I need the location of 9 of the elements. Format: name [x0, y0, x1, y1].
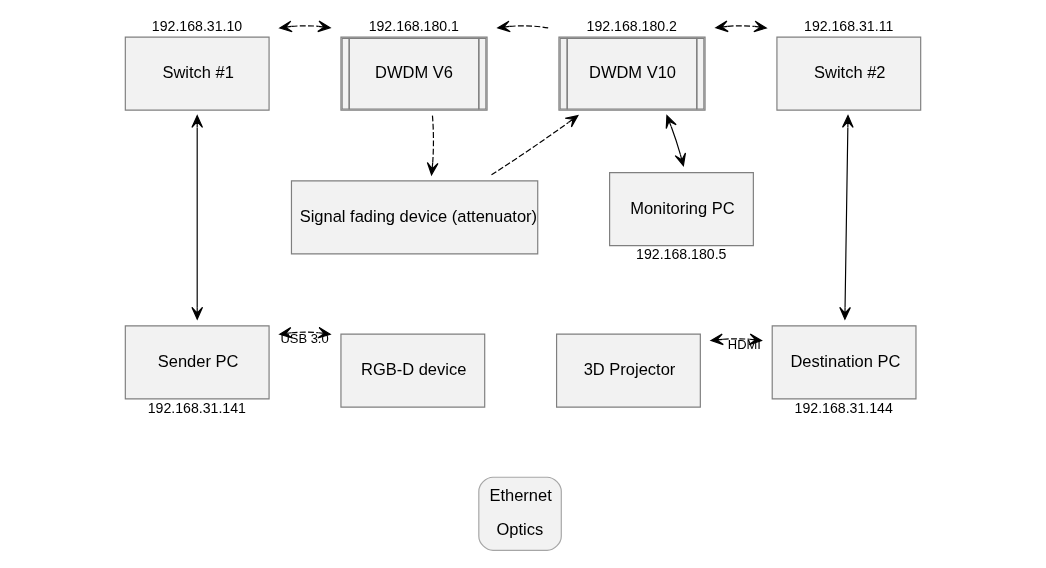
node-label: 192.168.180.5: [636, 246, 727, 263]
node-label: 192.168.180.1: [368, 17, 459, 34]
node-label: 192.168.31.11: [804, 17, 894, 34]
node-label: 192.168.31.144: [794, 399, 893, 416]
legend-label: Ethernet: [489, 486, 552, 505]
legend-label: Optics: [496, 520, 544, 539]
node-label: 192.168.31.141: [147, 399, 246, 416]
node-label: 192.168.31.10: [151, 17, 243, 34]
node-label: 192.168.180.2: [586, 17, 677, 34]
